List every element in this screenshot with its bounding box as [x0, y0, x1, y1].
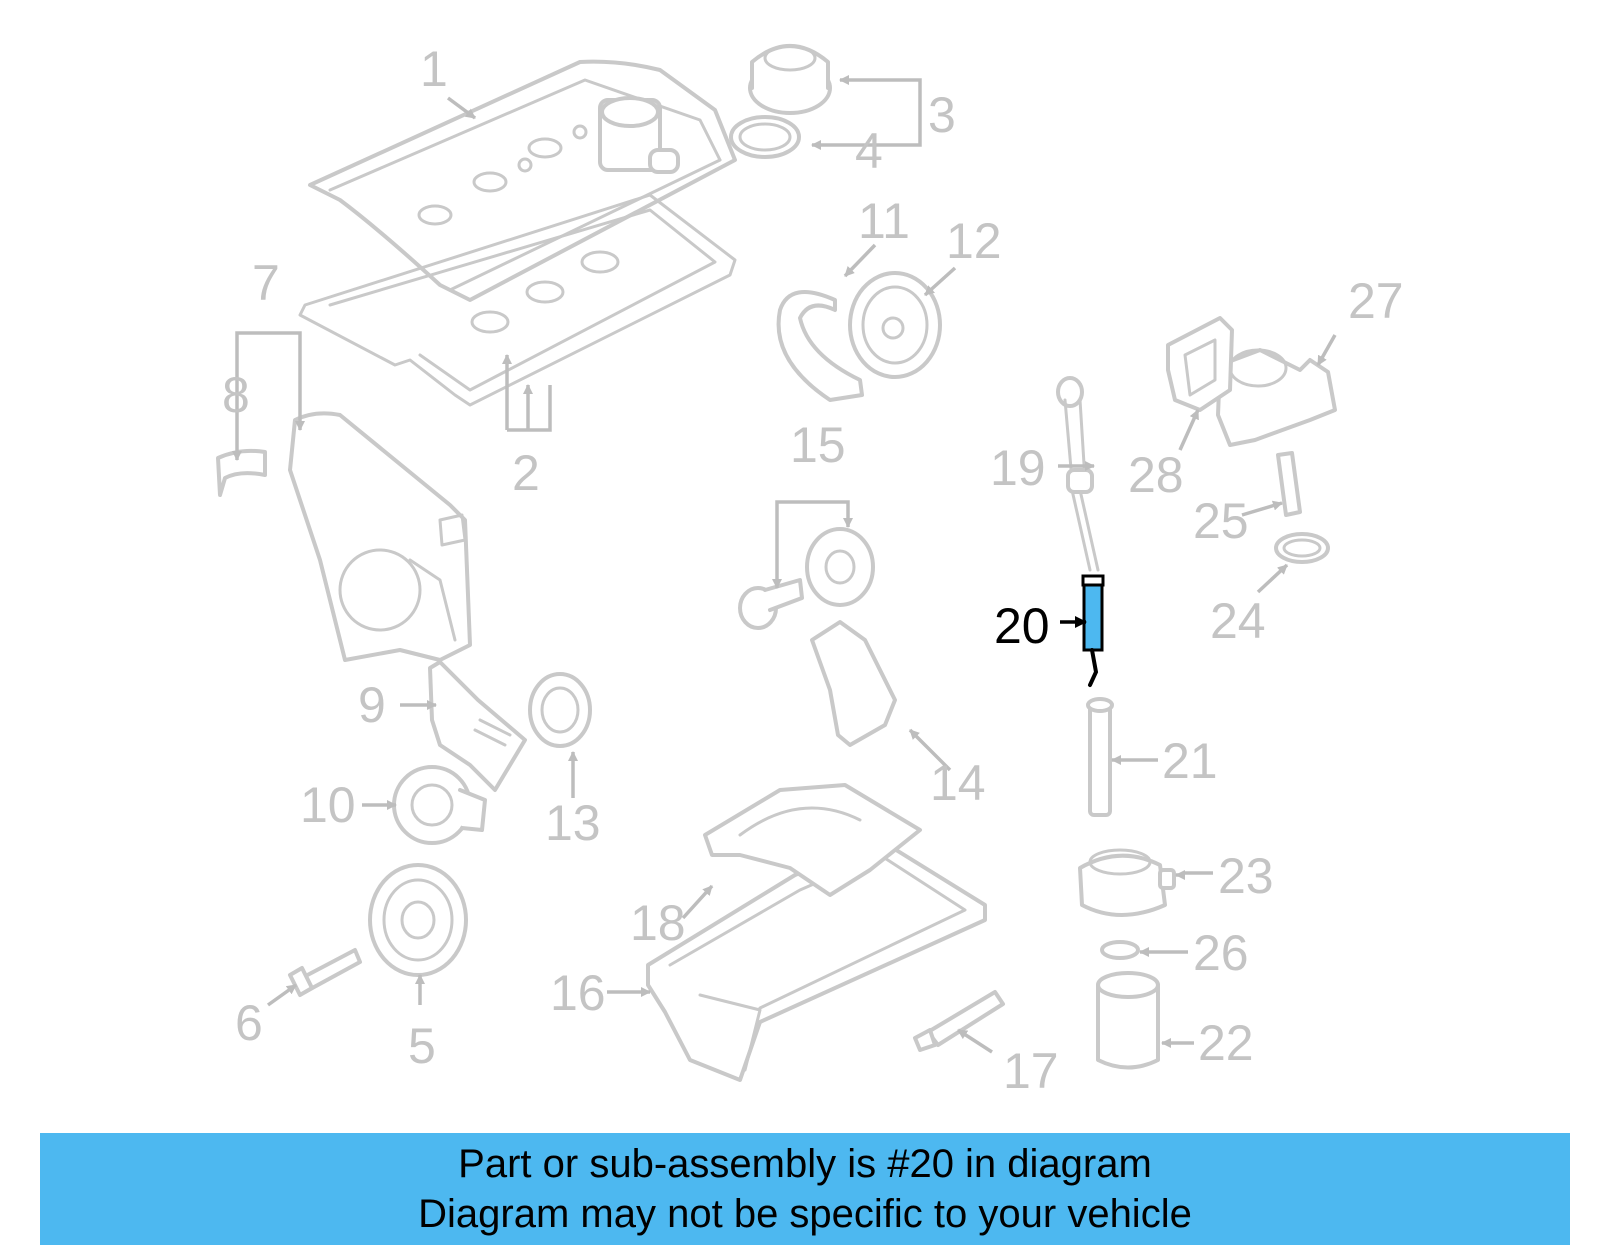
dipstick-tube-part — [1086, 697, 1114, 817]
leader-lines — [232, 75, 1337, 1054]
sealant-tube-part — [913, 990, 1005, 1052]
callout-24: 24 — [1210, 593, 1266, 649]
cover-bracket-part — [216, 448, 267, 497]
callout-25: 25 — [1193, 493, 1249, 549]
callout-12: 12 — [946, 213, 1002, 269]
camshaft-sprocket-part — [848, 271, 942, 379]
callout-7: 7 — [252, 255, 280, 311]
callout-9: 9 — [358, 677, 386, 733]
callout-11: 11 — [858, 193, 910, 249]
callout-13: 13 — [545, 795, 601, 851]
callout-19: 19 — [990, 440, 1046, 496]
callout-15: 15 — [790, 417, 846, 473]
callout-4: 4 — [855, 123, 883, 179]
crankshaft-pulley-part — [368, 863, 468, 977]
stud-part — [1276, 451, 1302, 517]
parts-diagram: 1 2 3 4 5 6 7 8 9 10 11 12 13 14 15 16 1… — [216, 41, 1404, 1099]
callout-23: 23 — [1218, 848, 1274, 904]
callout-22: 22 — [1198, 1015, 1254, 1071]
pump-cover-part — [1166, 316, 1234, 412]
oil-filter-part — [1096, 971, 1160, 1070]
banner-disclaimer-text: Diagram may not be specific to your vehi… — [418, 1192, 1192, 1236]
callout-16: 16 — [550, 965, 606, 1021]
oil-cap-seal-part — [729, 115, 801, 159]
oil-filler-cap-part — [748, 44, 832, 115]
callout-18: 18 — [630, 895, 686, 951]
callout-27: 27 — [1348, 273, 1404, 329]
callout-10: 10 — [300, 777, 356, 833]
callout-21: 21 — [1162, 733, 1218, 789]
valve-cover-part — [308, 59, 737, 302]
callout-28: 28 — [1128, 447, 1184, 503]
callout-2: 2 — [512, 445, 540, 501]
idler-pulley-part — [805, 527, 875, 607]
oil-filter-housing-part — [1078, 848, 1176, 917]
callout-1: 1 — [420, 41, 448, 97]
oring-part — [1274, 532, 1330, 564]
dipstick-part — [1056, 376, 1100, 572]
callout-8: 8 — [222, 367, 250, 423]
callout-labels: 1 2 3 4 5 6 7 8 9 10 11 12 13 14 15 16 1… — [222, 41, 1404, 1099]
callout-6: 6 — [235, 995, 263, 1051]
pulley-bolt-part — [288, 948, 362, 997]
oil-pump-part — [1216, 348, 1337, 447]
valve-cover-gasket-part — [298, 193, 737, 407]
banner-part-text: Part or sub-assembly is #20 in diagram — [458, 1142, 1152, 1186]
callout-14: 14 — [930, 755, 986, 811]
pulley-bolt-15-part — [738, 578, 804, 630]
info-banner: Part or sub-assembly is #20 in diagram D… — [40, 1133, 1570, 1245]
oil-baffle-part — [703, 783, 922, 897]
callout-17: 17 — [1003, 1043, 1059, 1099]
callout-5: 5 — [408, 1018, 436, 1074]
crankshaft-sprocket-part — [528, 672, 592, 748]
callout-3: 3 — [928, 87, 956, 143]
callout-20: 20 — [994, 598, 1050, 654]
engine-mount-bracket-part — [810, 620, 897, 747]
tensioner-pulley-part — [392, 765, 487, 845]
callout-26: 26 — [1193, 925, 1249, 981]
dipstick-guide-tube-highlighted — [1081, 574, 1105, 687]
timing-belt-cover-part — [288, 411, 472, 662]
housing-seal-part — [1100, 940, 1140, 960]
rear-cover-part — [428, 660, 527, 792]
timing-belt-part — [776, 290, 864, 402]
